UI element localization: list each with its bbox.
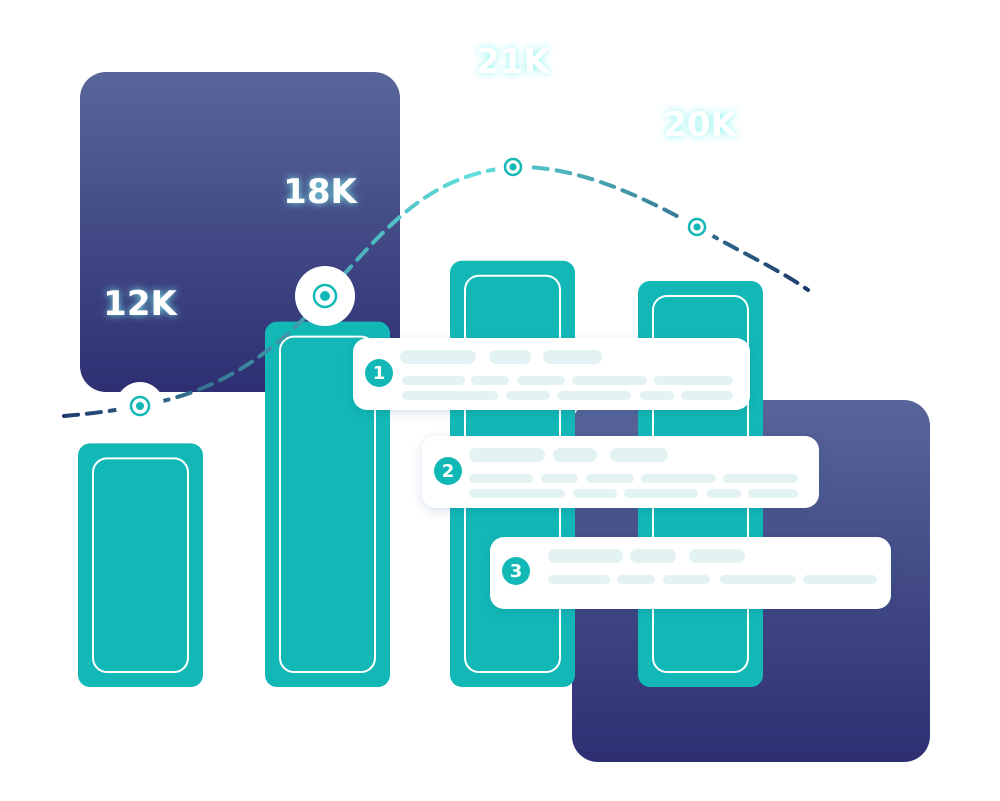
- value-label: 18K: [283, 172, 358, 212]
- skeleton-text-line: [630, 549, 676, 563]
- bar: [78, 443, 203, 687]
- bar-body: [265, 321, 390, 687]
- skeleton-text-line: [469, 489, 565, 498]
- callout-card-background: [490, 537, 891, 609]
- skeleton-text-line: [489, 350, 531, 364]
- trend-point: [495, 149, 531, 185]
- numbered-badge-icon: [365, 359, 393, 387]
- skeleton-text-line: [506, 391, 550, 400]
- skeleton-text-line: [663, 575, 710, 584]
- skeleton-text-line: [402, 391, 498, 400]
- skeleton-text-line: [471, 376, 509, 385]
- skeleton-text-line: [557, 391, 631, 400]
- skeleton-text-line: [573, 489, 617, 498]
- trend-point-circle: [312, 283, 338, 309]
- value-label: 21K: [476, 42, 551, 82]
- trend-point-circle: [129, 395, 151, 417]
- skeleton-text-line: [748, 489, 798, 498]
- bar-body: [78, 443, 203, 687]
- value-label: 12K: [103, 284, 178, 324]
- trend-point-dot: [135, 401, 145, 411]
- skeleton-text-line: [572, 376, 647, 385]
- callout-card: 3: [490, 537, 891, 609]
- callout-card: 2: [422, 436, 819, 508]
- callout-number: 2: [442, 461, 455, 482]
- skeleton-text-line: [469, 474, 533, 483]
- skeleton-text-line: [469, 448, 545, 462]
- trend-point-dot: [320, 291, 330, 301]
- skeleton-text-line: [400, 350, 476, 364]
- skeleton-text-line: [543, 350, 602, 364]
- skeleton-text-line: [707, 489, 741, 498]
- bar-inner-outline: [92, 457, 189, 673]
- trend-point-circle: [687, 217, 707, 237]
- numbered-badge-icon: [502, 557, 530, 585]
- skeleton-text-line: [402, 376, 465, 385]
- skeleton-text-line: [586, 474, 634, 483]
- skeleton-text-line: [720, 575, 796, 584]
- skeleton-text-line: [610, 448, 668, 462]
- bar-inner-outline: [279, 335, 376, 673]
- trend-point-circle: [503, 157, 523, 177]
- skeleton-text-line: [624, 489, 698, 498]
- skeleton-text-line: [548, 575, 610, 584]
- trend-markers: [116, 149, 715, 430]
- skeleton-text-line: [553, 448, 597, 462]
- skeleton-text-line: [641, 474, 716, 483]
- trend-point: [116, 382, 164, 430]
- trend-point: [295, 266, 355, 326]
- numbered-badge-icon: [434, 457, 462, 485]
- value-label: 20K: [663, 105, 738, 145]
- callout-card: 1: [353, 338, 750, 410]
- skeleton-text-line: [640, 391, 674, 400]
- trend-point-dot: [693, 223, 701, 231]
- value-labels: 12K 18K 21K 20K: [103, 42, 738, 324]
- skeleton-text-line: [548, 549, 623, 563]
- callout-list: 1 2 3: [353, 338, 891, 609]
- trend-point: [679, 209, 715, 245]
- callout-number: 3: [510, 561, 523, 582]
- skeleton-text-line: [617, 575, 655, 584]
- bar: [265, 321, 390, 687]
- skeleton-text-line: [723, 474, 798, 483]
- callout-number: 1: [373, 363, 386, 384]
- skeleton-text-line: [654, 376, 733, 385]
- trend-point-dot: [509, 163, 517, 171]
- trend-line: [62, 164, 810, 418]
- skeleton-text-line: [681, 391, 733, 400]
- skeleton-text-line: [517, 376, 565, 385]
- skeleton-text-line: [803, 575, 877, 584]
- skeleton-text-line: [541, 474, 578, 483]
- skeleton-text-line: [689, 549, 745, 563]
